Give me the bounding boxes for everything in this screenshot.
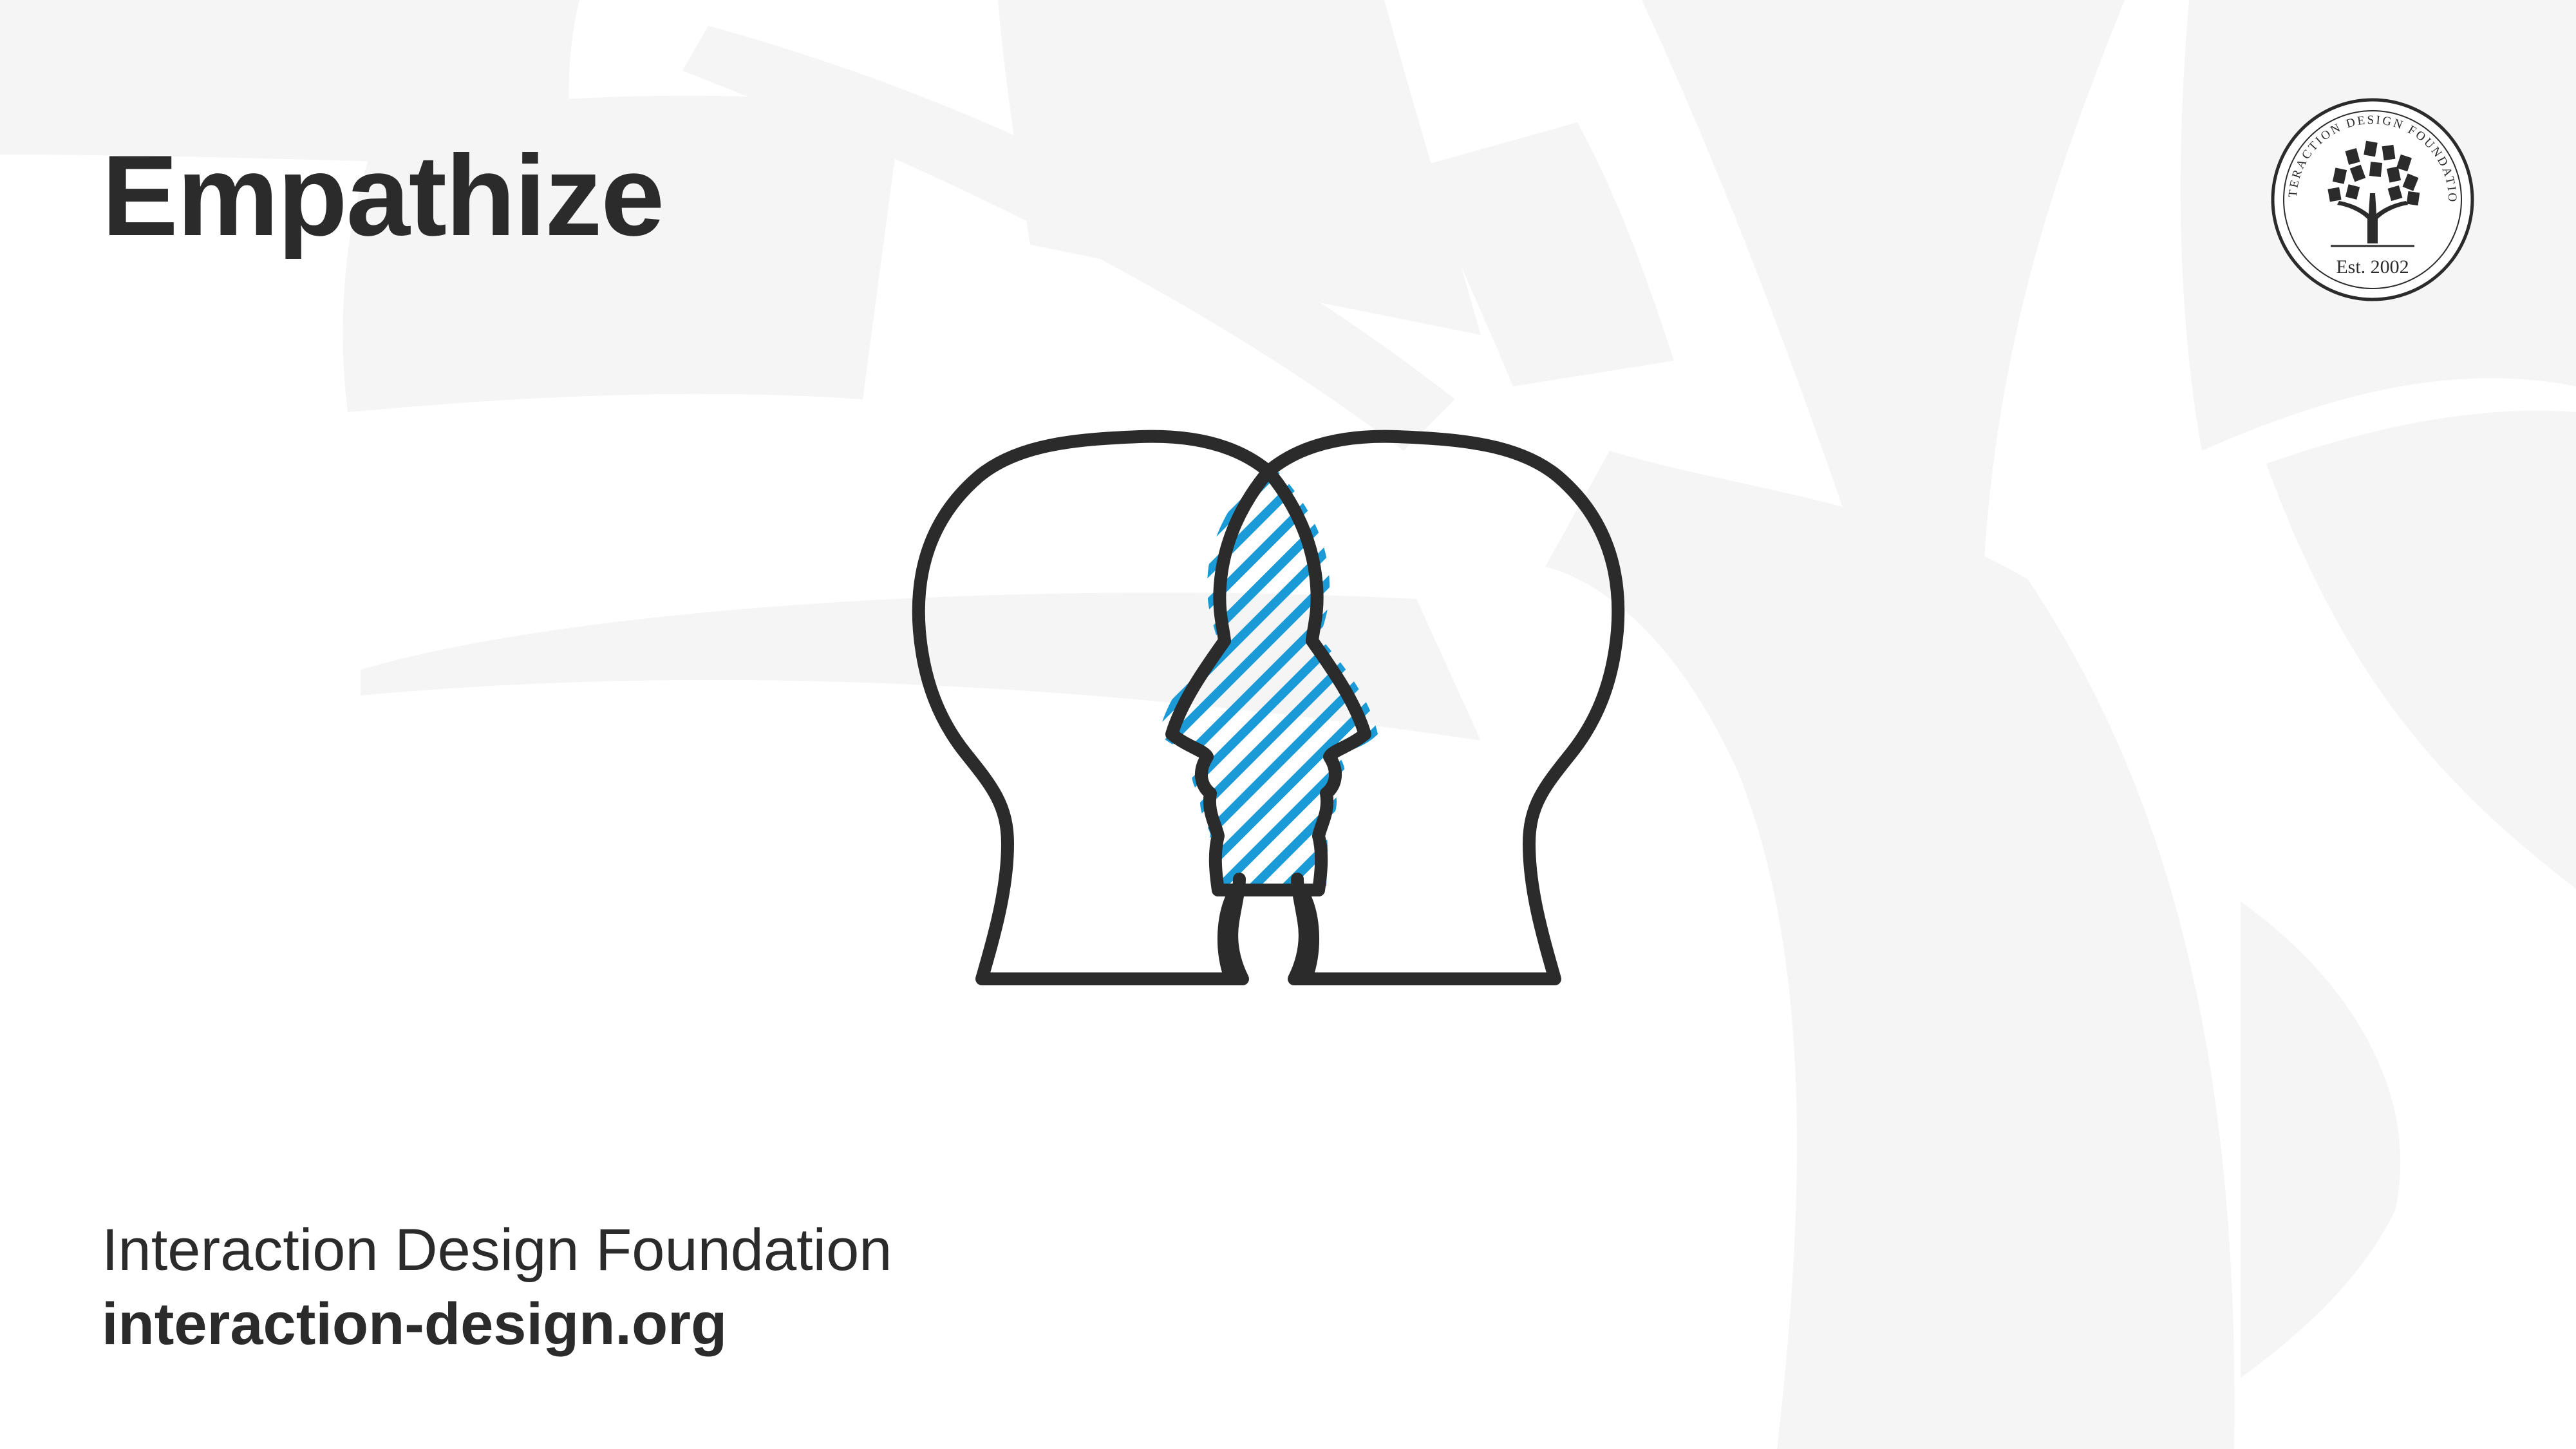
tree-icon: INTERACTION DESIGN FOUNDATION (2264, 86, 2474, 301)
badge-established: Est. 2002 (2336, 256, 2409, 278)
page-title: Empathize (102, 131, 664, 260)
footer-url-link[interactable]: interaction-design.org (102, 1291, 728, 1357)
footer-org-name: Interaction Design Foundation (102, 1217, 892, 1283)
two-heads-overlap-icon (912, 430, 1625, 985)
diagonal-hatch-icon (1159, 471, 1378, 890)
idf-logo-badge: INTERACTION DESIGN FOUNDATION (2264, 86, 2476, 303)
